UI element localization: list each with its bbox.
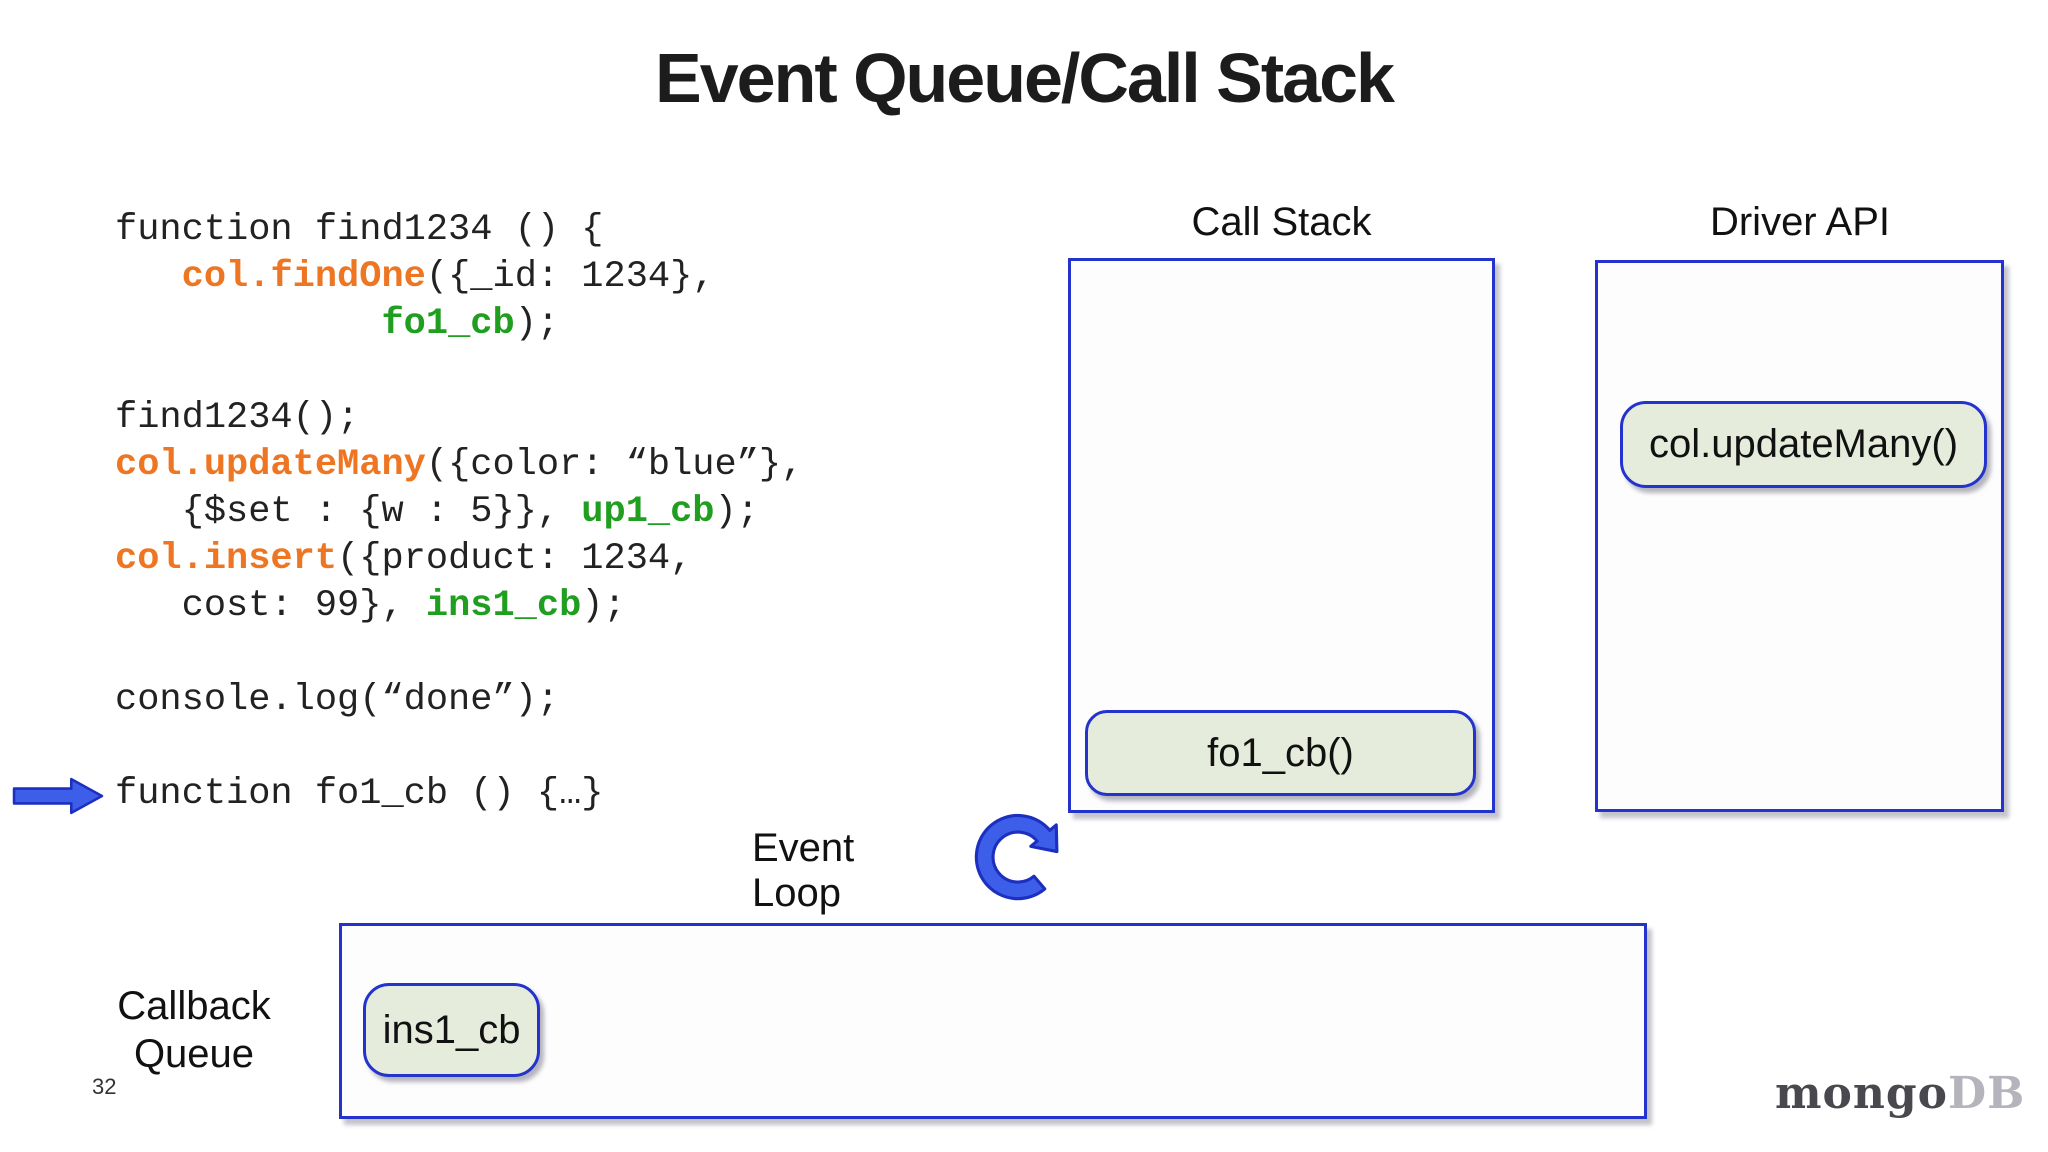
call-stack-frame-fo1-cb: fo1_cb() <box>1085 710 1476 796</box>
code-segment: col.findOne <box>181 256 426 298</box>
logo-mongo-text: mongo <box>1775 1068 1949 1119</box>
mongodb-logo: mongoDB <box>1775 1068 2025 1119</box>
slide-title: Event Queue/Call Stack <box>655 39 1395 117</box>
execution-pointer-arrow-icon <box>12 777 104 815</box>
code-segment: fo1_cb <box>381 303 515 345</box>
code-segment: col.updateMany <box>115 444 426 486</box>
logo-db-text: DB <box>1948 1068 2026 1119</box>
code-segment: ); <box>714 491 759 533</box>
code-segment: function find1234 () { <box>115 209 604 251</box>
code-line: fo1_cb); <box>115 301 803 348</box>
code-segment: ({product: 1234, <box>337 538 693 580</box>
code-line <box>115 630 803 677</box>
code-line: cost: 99}, ins1_cb); <box>115 583 803 630</box>
code-line: col.findOne({_id: 1234}, <box>115 254 803 301</box>
callback-queue-label: Callback Queue <box>74 982 314 1078</box>
callback-queue-box <box>339 923 1647 1119</box>
event-loop-label: Event Loop <box>752 826 855 915</box>
code-line: find1234(); <box>115 395 803 442</box>
code-segment: find1234(); <box>115 397 360 439</box>
code-segment: ({color: “blue”}, <box>425 444 804 486</box>
code-line: {$set : {w : 5}}, up1_cb); <box>115 489 803 536</box>
code-segment: ({_id: 1234}, <box>425 256 715 298</box>
code-segment: up1_cb <box>581 491 715 533</box>
code-line: col.insert({product: 1234, <box>115 536 803 583</box>
code-segment: ); <box>514 303 560 345</box>
code-segment: cost: 99}, <box>115 585 426 627</box>
code-line <box>115 348 803 395</box>
call-stack-label: Call Stack <box>1191 200 1372 244</box>
code-line: console.log(“done”); <box>115 677 803 724</box>
slide-number: 32 <box>92 1074 117 1099</box>
driver-api-label: Driver API <box>1709 200 1891 244</box>
code-segment: {$set : {w : 5}}, <box>115 491 582 533</box>
code-segment <box>115 303 381 345</box>
code-line: function find1234 () { <box>115 207 803 254</box>
code-line: function fo1_cb () {…} <box>115 771 803 818</box>
code-segment: ins1_cb <box>425 585 582 627</box>
driver-api-item-updatemany: col.updateMany() <box>1620 401 1987 488</box>
driver-api-box <box>1595 260 2004 812</box>
code-segment: ); <box>581 585 626 627</box>
callback-queue-label-line1: Callback <box>117 984 271 1028</box>
code-line: col.updateMany({color: “blue”}, <box>115 442 803 489</box>
callback-queue-label-line2: Queue <box>133 1032 255 1076</box>
code-block: function find1234 () { col.findOne({_id:… <box>115 207 803 818</box>
call-stack-frame-label: fo1_cb() <box>1207 730 1354 775</box>
callback-queue-item-ins1-cb: ins1_cb <box>363 983 540 1077</box>
callback-queue-item-label: ins1_cb <box>382 1007 521 1052</box>
code-segment <box>115 256 182 298</box>
code-segment: console.log(“done”); <box>115 679 560 721</box>
code-segment: function fo1_cb () {…} <box>115 773 604 815</box>
driver-api-item-label: col.updateMany() <box>1648 422 1959 466</box>
code-line <box>115 724 803 771</box>
code-segment: col.insert <box>115 538 338 580</box>
event-loop-icon <box>974 813 1059 901</box>
